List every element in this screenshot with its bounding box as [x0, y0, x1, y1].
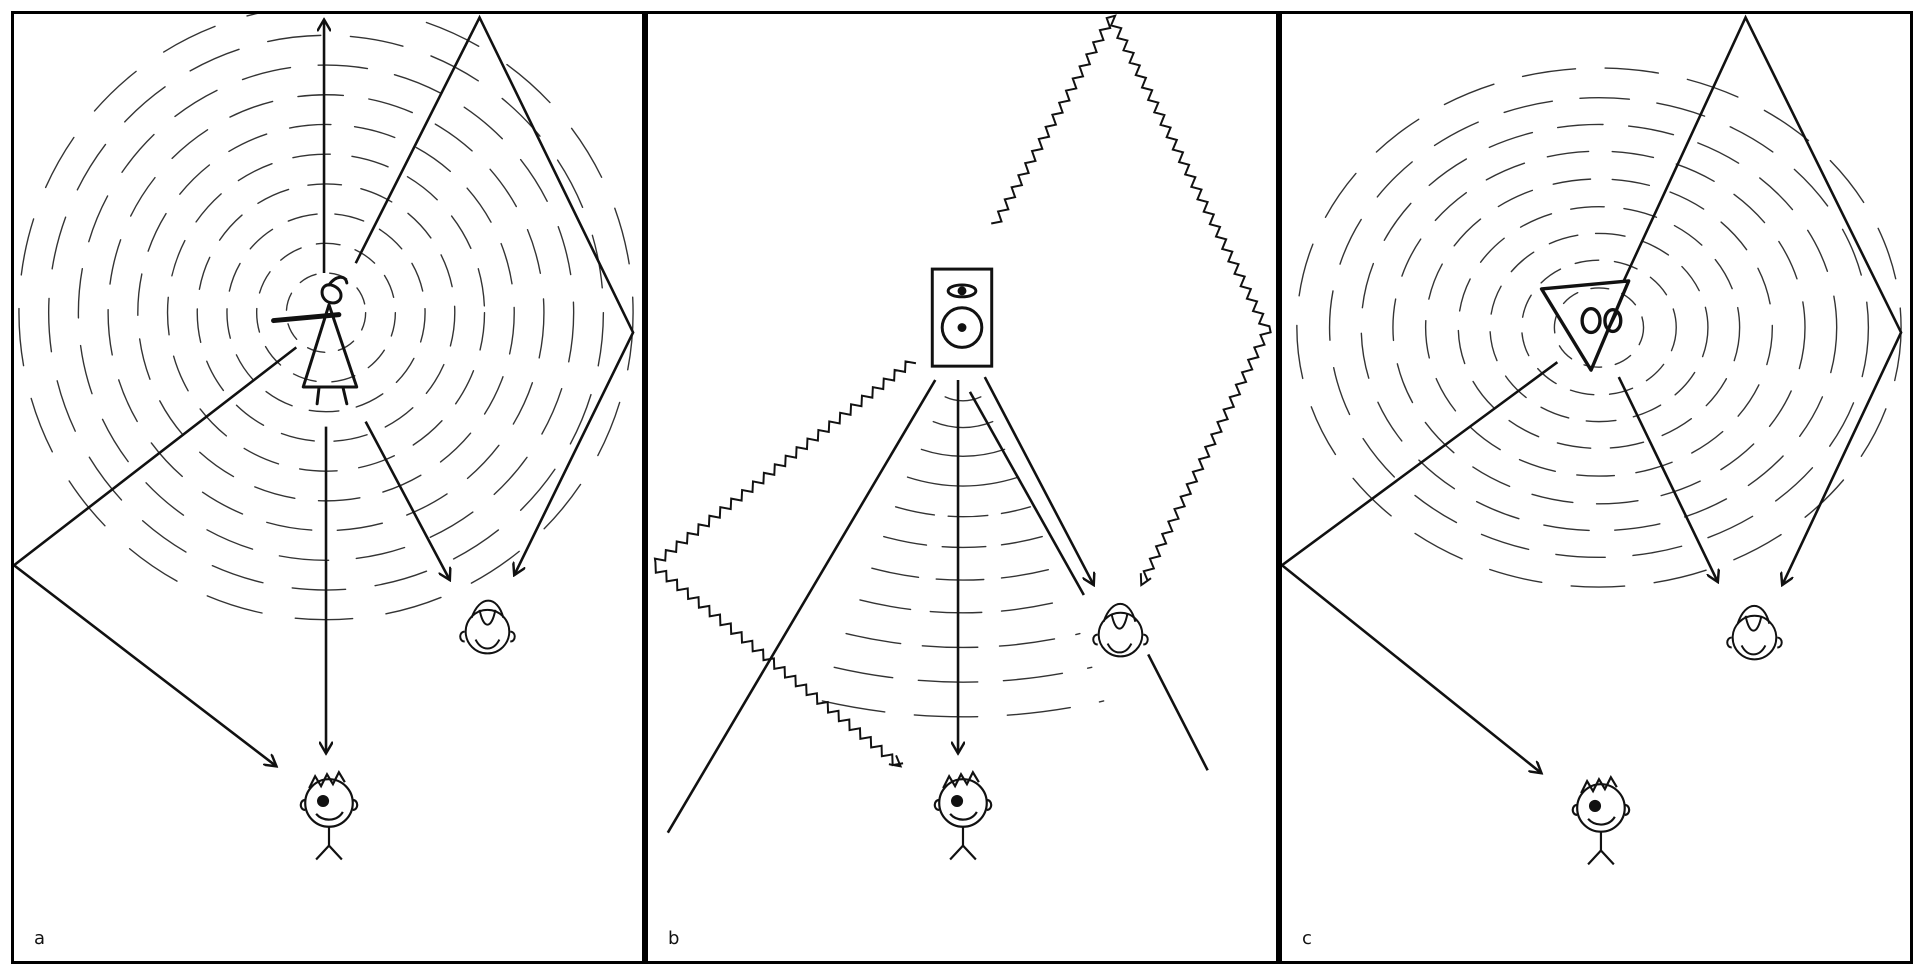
triangle-source-icon: [1539, 279, 1631, 372]
panel-a-drawing: [14, 14, 635, 861]
speaker-icon: [930, 267, 994, 368]
listener-near-icon: [459, 599, 516, 655]
wavy-reflection-paths: [653, 14, 1272, 768]
listener-far-icon: [299, 770, 359, 861]
listener-near-icon: [1092, 603, 1149, 658]
directional-sound-waves: [821, 396, 1105, 718]
panel-label-a: a: [34, 928, 46, 949]
panel-b: b: [645, 11, 1279, 964]
wavy-arrowhead: [1139, 573, 1152, 587]
listener-far-icon: [1571, 774, 1631, 866]
listener-near-icon: [1726, 605, 1783, 661]
panel-c-drawing: [1282, 14, 1903, 866]
sound-rays: [666, 376, 1209, 834]
flute-player-icon: [271, 275, 359, 406]
panel-a: a: [11, 11, 645, 964]
panel-c: c: [1279, 11, 1913, 964]
wavy-arrowhead: [888, 754, 903, 768]
listener-far-icon: [933, 770, 993, 861]
panel-label-b: b: [668, 928, 680, 949]
sound-rays: [14, 14, 635, 766]
sound-wave-rings: [1296, 67, 1902, 588]
panel-label-c: c: [1302, 928, 1312, 949]
sound-rays: [1282, 14, 1903, 773]
panel-b-drawing: [653, 14, 1272, 861]
